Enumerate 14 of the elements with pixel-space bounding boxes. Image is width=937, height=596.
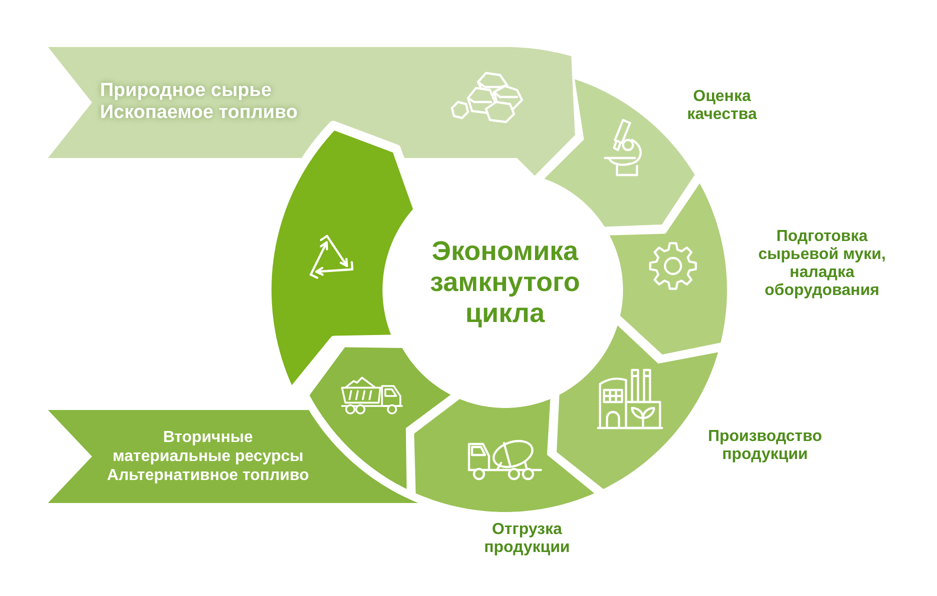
diagram-title: Экономика замкнутого цикла [429,236,581,328]
step-label: Производство продукции [706,428,824,464]
step-label: Оценка качества [686,88,758,124]
step-label: Отгрузка продукции [483,521,571,557]
banner-text: Альтернативное топливо [107,466,309,485]
step-label: Подготовка сырьевой муки, наладка оборудования [757,228,887,300]
banner-text: Природное сырье [100,80,272,102]
ribbon-banner [48,410,419,503]
ring-segment [309,347,451,490]
ribbon-banner [48,47,575,176]
ring-segment [609,183,727,355]
ring-segment [414,398,595,512]
banner-text: Вторичные материальные ресурсы [112,428,304,466]
banner-text: Ископаемое топливо [100,102,298,124]
